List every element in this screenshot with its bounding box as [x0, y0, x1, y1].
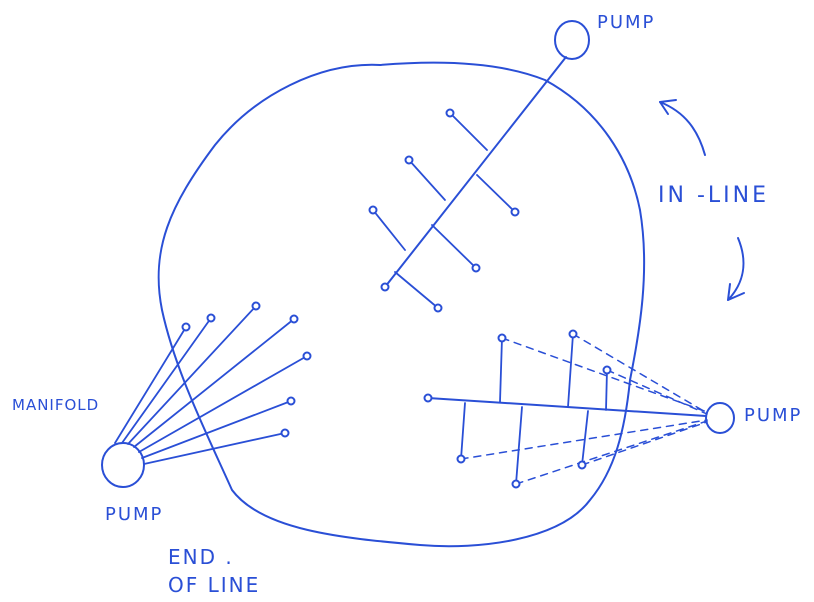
wells-top: [368, 108, 520, 313]
label-pump-top: PUMP: [597, 12, 656, 33]
inline-trunk-right: [427, 397, 707, 417]
inline-branches-right: [460, 333, 608, 485]
arrow-up-curved: [659, 99, 706, 156]
pump-right-circle: [705, 402, 735, 434]
inline-branches-top: [372, 112, 516, 309]
pump-left-circle: [101, 442, 145, 488]
arrow-down-curved: [727, 237, 745, 301]
label-end-of-line-1: END .: [168, 545, 234, 569]
pump-top-circle: [554, 20, 590, 60]
field-boundary: [157, 61, 646, 548]
label-pump-left: PUMP: [105, 504, 164, 525]
label-in-line: IN -LINE: [658, 183, 769, 208]
wells-right: [423, 329, 612, 489]
label-end-of-line-2: OF LINE: [168, 573, 261, 597]
inline-trunk-top: [384, 56, 567, 288]
label-pump-right: PUMP: [744, 405, 803, 426]
manifold-lines: [114, 305, 308, 465]
wells-left: [181, 301, 312, 438]
dashed-lines-right: [460, 333, 708, 485]
label-manifold: MANIFOLD: [12, 396, 100, 414]
